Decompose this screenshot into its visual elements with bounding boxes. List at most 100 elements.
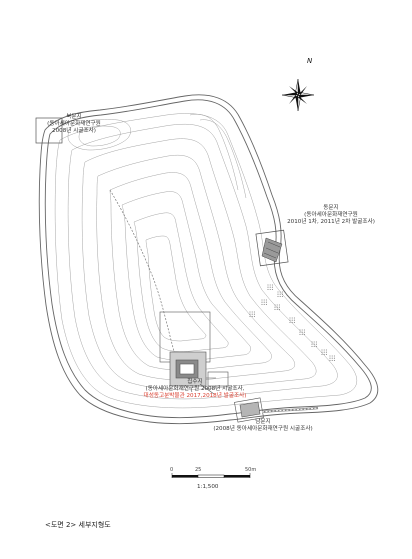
post-hole-dot	[313, 341, 315, 343]
post-hole-dot	[303, 333, 305, 335]
post-hole-dot	[251, 313, 253, 315]
scale-bar	[171, 473, 251, 478]
post-hole-dot	[276, 306, 278, 308]
post-hole-dot	[331, 355, 333, 357]
post-hole-dot	[333, 357, 335, 359]
post-hole-dot	[315, 345, 317, 347]
post-hole-dot	[301, 331, 303, 333]
north-gate-name: 북문지	[66, 114, 82, 120]
post-hole-dot	[331, 359, 333, 361]
post-hole-dot	[313, 343, 315, 345]
post-hole-dot	[279, 293, 281, 295]
post-hole-dot	[278, 304, 280, 306]
post-hole-dot	[274, 304, 276, 306]
post-hole-dot	[291, 317, 293, 319]
north-gate-org: (동아세아문화재연구원	[47, 121, 101, 127]
fortress-wall	[38, 94, 379, 425]
post-hole-dot	[278, 306, 280, 308]
post-hole-dot	[265, 301, 267, 303]
east-gate-name: 동문지	[323, 205, 339, 211]
pond-name: 집수지	[187, 379, 203, 385]
post-hole-dot	[321, 351, 323, 353]
post-hole-dot	[271, 284, 273, 286]
north-arrow	[281, 78, 315, 112]
contour-lines	[54, 113, 358, 409]
post-hole-dot	[269, 284, 271, 286]
label-east-gate: 동문지 (동아세아문화재연구원 2010년 1차, 2011년 2차 발굴조사)	[276, 205, 386, 226]
post-hole-dot	[311, 343, 313, 345]
post-hole-dot	[265, 299, 267, 301]
post-hole-dot	[281, 293, 283, 295]
post-hole-dot	[299, 331, 301, 333]
post-hole-dot	[253, 313, 255, 315]
label-south-gate: 남문지 (2008년 동아세아문화재연구원 시굴조사)	[198, 419, 328, 433]
pond-red-note: 대성동고분박물관 2017,2018년 발굴조사)	[143, 393, 247, 399]
pond-org: (동아세아문화재연구원 2008년 시굴조사,	[145, 386, 245, 392]
post-hole-dot	[267, 286, 269, 288]
scale-tick-0: 0	[170, 467, 174, 473]
post-hole-dot	[293, 317, 295, 319]
post-hole-dot	[253, 311, 255, 313]
post-hole-dot	[263, 301, 265, 303]
scale-tick-50: 50m	[245, 467, 257, 473]
post-hole-dot	[251, 315, 253, 317]
post-hole-dot	[263, 299, 265, 301]
post-hole-dot	[261, 299, 263, 301]
post-hole-dot	[265, 303, 267, 305]
post-hole-dot	[325, 349, 327, 351]
post-hole-dot	[267, 284, 269, 286]
post-hole-dot	[329, 355, 331, 357]
post-hole-dot	[276, 308, 278, 310]
figure-caption: <도면 2> 세부지형도	[45, 521, 111, 529]
post-hole-dot	[269, 286, 271, 288]
east-gate-structure	[255, 229, 289, 267]
post-hole-dot	[269, 288, 271, 290]
post-hole-dot	[301, 329, 303, 331]
south-gate-structure	[234, 397, 319, 423]
post-hole-dot	[321, 353, 323, 355]
east-gate-org: (동아세아문화재연구원	[304, 212, 358, 218]
east-gate-year: 2010년 1차, 2011년 2차 발굴조사)	[287, 219, 375, 225]
post-hole-dot	[311, 341, 313, 343]
post-hole-dot	[278, 308, 280, 310]
post-hole-dot	[323, 351, 325, 353]
post-hole-dot	[313, 345, 315, 347]
south-gate-name: 남문지	[255, 419, 271, 425]
north-gate-box	[35, 117, 63, 144]
post-hole-dot	[315, 341, 317, 343]
label-pond: 집수지 (동아세아문화재연구원 2008년 시굴조사, 대성동고분박물관 201…	[140, 379, 250, 400]
north-gate-year: 2008년 시굴조사)	[52, 128, 96, 134]
post-hole-dot	[299, 333, 301, 335]
post-hole-dot	[281, 291, 283, 293]
post-hole-dot	[271, 288, 273, 290]
post-hole-dot	[274, 306, 276, 308]
post-hole-dot	[249, 313, 251, 315]
north-letter: N	[307, 57, 313, 65]
post-hole-dots	[249, 284, 335, 361]
post-hole-dot	[281, 295, 283, 297]
post-hole-dot	[293, 321, 295, 323]
post-hole-dot	[321, 349, 323, 351]
post-hole-dot	[274, 308, 276, 310]
scale-tick-25: 25	[195, 467, 202, 473]
post-hole-dot	[271, 286, 273, 288]
post-hole-dot	[251, 311, 253, 313]
post-hole-dot	[323, 349, 325, 351]
post-hole-dot	[315, 343, 317, 345]
post-hole-dot	[301, 333, 303, 335]
post-hole-dot	[291, 319, 293, 321]
post-hole-dot	[253, 315, 255, 317]
post-hole-dot	[261, 301, 263, 303]
post-hole-dot	[329, 357, 331, 359]
post-hole-dot	[331, 357, 333, 359]
post-hole-dot	[289, 319, 291, 321]
post-hole-dot	[323, 353, 325, 355]
south-gate-org: (2008년 동아세아문화재연구원 시굴조사)	[213, 426, 313, 432]
post-hole-dot	[267, 288, 269, 290]
post-hole-dot	[263, 303, 265, 305]
post-hole-dot	[277, 295, 279, 297]
post-hole-dot	[279, 295, 281, 297]
post-hole-dot	[329, 359, 331, 361]
pond-structure	[159, 311, 229, 395]
